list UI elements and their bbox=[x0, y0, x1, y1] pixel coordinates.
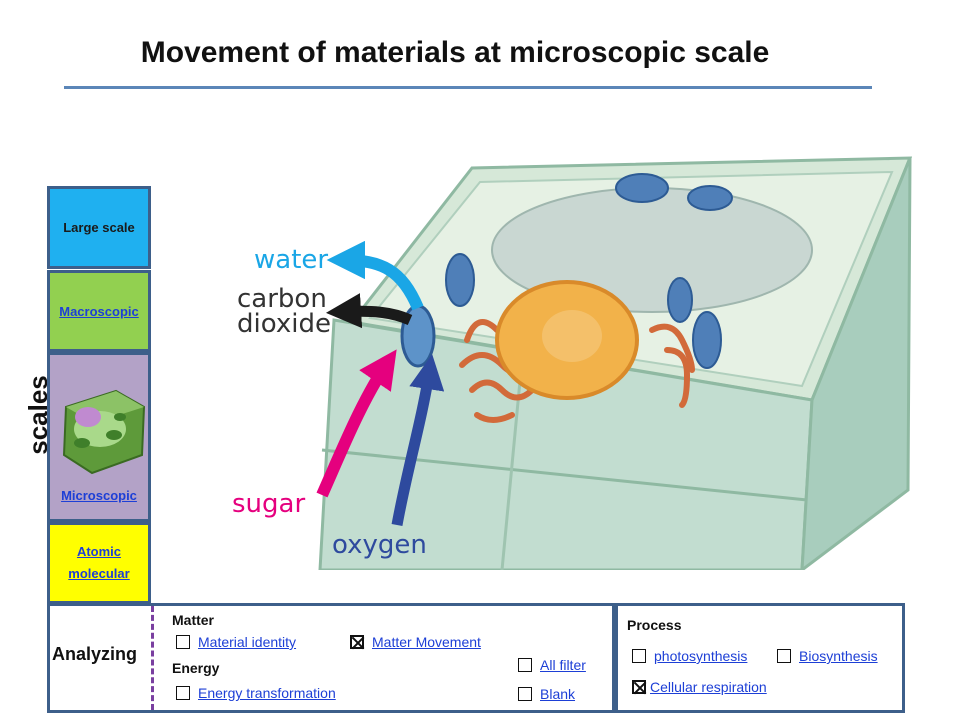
photosynthesis-link[interactable]: photosynthesis bbox=[654, 648, 748, 664]
scale-atomic-link[interactable]: Atomic molecular bbox=[68, 541, 129, 585]
title-underline bbox=[64, 86, 872, 89]
water-label: water bbox=[254, 245, 328, 275]
water-arrow bbox=[326, 240, 424, 311]
biosynthesis-link[interactable]: Biosynthesis bbox=[799, 648, 878, 664]
all-filter-link[interactable]: All filter bbox=[540, 657, 586, 673]
dioxide-label: dioxide bbox=[237, 309, 331, 339]
energy-transformation-checkbox[interactable] bbox=[176, 686, 190, 700]
carbon-dioxide-arrow bbox=[325, 293, 413, 329]
blank-link[interactable]: Blank bbox=[540, 686, 576, 702]
energy-transformation-link[interactable]: Energy transformation bbox=[198, 685, 336, 701]
material-identity-checkbox[interactable] bbox=[176, 635, 190, 649]
cellular-respiration-option[interactable]: Cellular respiration bbox=[632, 679, 767, 695]
energy-heading: Energy bbox=[172, 660, 220, 676]
scale-atomic-box[interactable]: Atomic molecular bbox=[47, 522, 151, 604]
analyzing-panel bbox=[47, 603, 615, 713]
scale-large-label: Large scale bbox=[63, 220, 135, 235]
process-heading: Process bbox=[627, 617, 682, 633]
nucleolus bbox=[542, 310, 602, 362]
analyzing-divider bbox=[151, 606, 154, 710]
blank-option[interactable]: Blank bbox=[518, 686, 575, 702]
blank-checkbox[interactable] bbox=[518, 687, 532, 701]
scale-microscopic-link[interactable]: Microscopic bbox=[61, 488, 137, 503]
sugar-label: sugar bbox=[232, 489, 305, 519]
material-identity-link[interactable]: Material identity bbox=[198, 634, 297, 650]
process-panel bbox=[615, 603, 905, 713]
all-filter-option[interactable]: All filter bbox=[518, 657, 586, 673]
cell-respiration-diagram: water carbon dioxide sugar oxygen bbox=[232, 156, 912, 570]
oxygen-label: oxygen bbox=[332, 530, 427, 560]
matter-movement-checkbox[interactable] bbox=[350, 635, 364, 649]
scale-large-box: Large scale bbox=[47, 186, 151, 269]
carbon-label: carbon bbox=[237, 284, 327, 314]
biosynthesis-option[interactable]: Biosynthesis bbox=[777, 648, 878, 664]
photosynthesis-checkbox[interactable] bbox=[632, 649, 646, 663]
scale-atomic-line2: molecular bbox=[68, 566, 130, 581]
matter-movement-option[interactable]: Matter Movement bbox=[350, 634, 481, 650]
biosynthesis-checkbox[interactable] bbox=[777, 649, 791, 663]
cellular-respiration-link[interactable]: Cellular respiration bbox=[650, 679, 767, 695]
cellular-respiration-checkbox[interactable] bbox=[632, 680, 646, 694]
matter-movement-link[interactable]: Matter Movement bbox=[372, 634, 481, 650]
photosynthesis-option[interactable]: photosynthesis bbox=[632, 648, 747, 664]
mini-plant-cell-icon bbox=[62, 389, 146, 475]
sugar-arrow bbox=[316, 349, 397, 498]
material-identity-option[interactable]: Material identity bbox=[176, 634, 296, 650]
scale-atomic-line1: Atomic bbox=[76, 544, 122, 559]
scale-microscopic-box[interactable]: Microscopic bbox=[47, 352, 151, 522]
analyzing-label: Analyzing bbox=[52, 644, 138, 664]
page-title: Movement of materials at microscopic sca… bbox=[140, 36, 770, 69]
scale-macroscopic-link[interactable]: Macroscopic bbox=[59, 303, 139, 319]
matter-heading: Matter bbox=[172, 612, 215, 628]
energy-transformation-option[interactable]: Energy transformation bbox=[176, 685, 336, 701]
scale-macroscopic-box[interactable]: Macroscopic bbox=[47, 270, 151, 352]
all-filter-checkbox[interactable] bbox=[518, 658, 532, 672]
oxygen-arrow bbox=[391, 354, 445, 526]
